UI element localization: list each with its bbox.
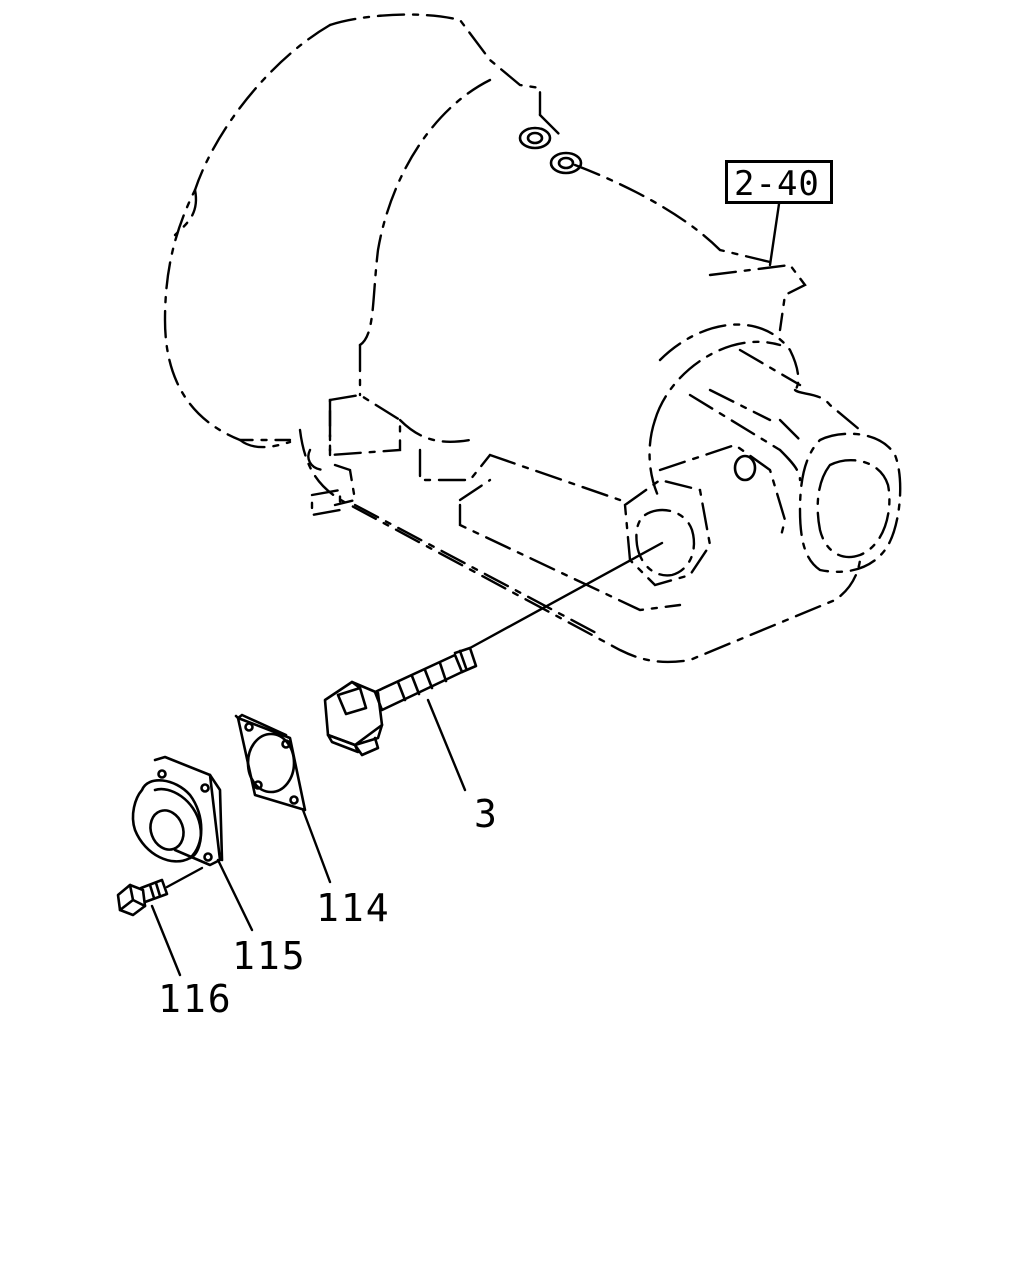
speed-sensor-part-3 <box>323 646 478 757</box>
part-3-centerline <box>468 541 664 650</box>
part-116-bolt-centerline <box>165 866 204 889</box>
part-3-leader <box>426 698 467 792</box>
gasket-part-114 <box>234 713 307 812</box>
callout-115: 115 <box>232 934 307 978</box>
adapter-part-115 <box>131 755 224 867</box>
part-116-leader <box>150 904 182 977</box>
callout-116: 116 <box>158 977 233 1021</box>
reference-box-label: 2-40 <box>734 164 820 204</box>
reference-box <box>725 160 833 204</box>
part-115-leader <box>216 858 254 932</box>
part-114-leader <box>301 808 332 884</box>
transmission-housing <box>163 13 902 664</box>
callout-3: 3 <box>474 792 499 836</box>
callout-114: 114 <box>316 886 391 930</box>
reference-leader <box>768 202 781 267</box>
bolt-part-116 <box>116 878 169 917</box>
